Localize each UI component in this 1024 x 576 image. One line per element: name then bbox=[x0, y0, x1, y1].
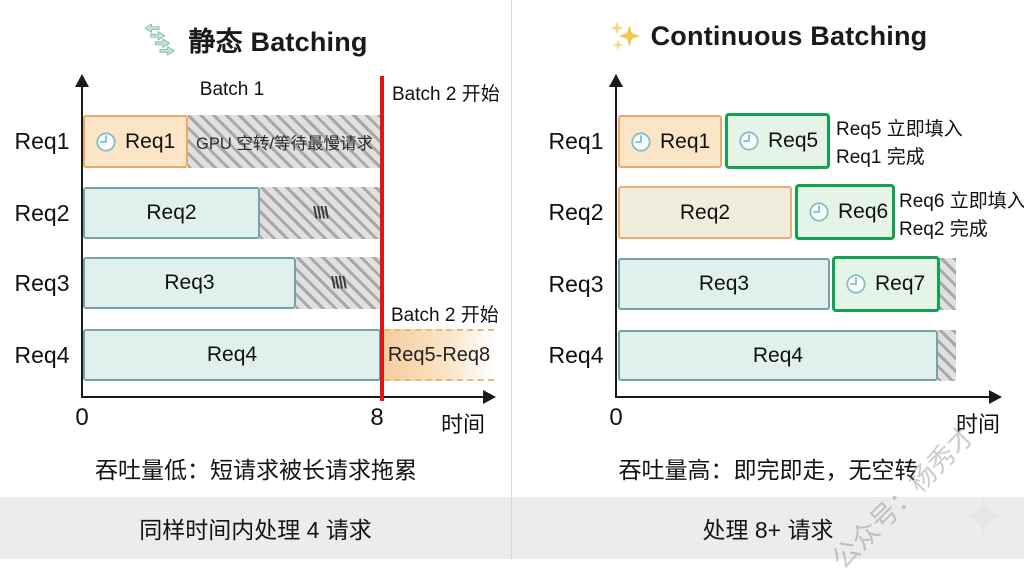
clock-icon bbox=[739, 131, 759, 151]
static-req2-bar-label: Req2 bbox=[146, 201, 197, 224]
clock-icon bbox=[846, 274, 866, 294]
clock-icon bbox=[631, 131, 651, 152]
static-req4-bar-label: Req4 bbox=[206, 343, 258, 366]
right-row-label-req1: Req1 bbox=[548, 128, 604, 154]
left-x-axis bbox=[81, 396, 484, 398]
continuous-req7-bar-label: Req7 bbox=[875, 272, 926, 295]
continuous-req5-bar: Req5 bbox=[725, 113, 830, 169]
req6-note: Req6 立即填入 Req2 完成 bbox=[899, 188, 1024, 244]
req6-note-line1: Req6 立即填入 bbox=[899, 191, 1024, 212]
left-y-axis-arrow bbox=[75, 74, 89, 87]
static-req1-bar-label: Req1 bbox=[125, 129, 176, 153]
gpu-idle-label: GPU 空转/等待最慢请求 bbox=[196, 134, 373, 153]
left-row-label-req1: Req1 bbox=[14, 128, 70, 154]
left-row-label-req4: Req4 bbox=[14, 341, 70, 368]
static-overflow-box: Req5-Req8 bbox=[384, 329, 494, 381]
req5-note-line1: Req5 立即填入 bbox=[836, 119, 963, 140]
static-footer: 同样时间内处理 4 请求 bbox=[0, 497, 511, 559]
batch2-top-label: Batch 2 开始 bbox=[392, 84, 500, 105]
batch2-mid-label: Batch 2 开始 bbox=[391, 305, 499, 326]
left-axis-time-label: 时间 bbox=[441, 412, 486, 437]
watermark-sparkle-icon bbox=[962, 495, 1004, 537]
cascade-arrows-icon bbox=[144, 23, 176, 56]
right-axis-time-label: 时间 bbox=[956, 412, 1001, 437]
continuous-req4-bar-label: Req4 bbox=[752, 343, 804, 367]
idle-mark: \\\\ bbox=[331, 273, 347, 292]
right-y-axis bbox=[615, 85, 617, 398]
right-row-label-req2: Req2 bbox=[548, 199, 604, 225]
static-overflow-label: Req5-Req8 bbox=[387, 343, 491, 366]
sparkles-icon bbox=[610, 21, 640, 51]
clock-icon bbox=[809, 202, 829, 222]
continuous-req5-bar-label: Req5 bbox=[768, 129, 819, 152]
right-row-label-req3: Req3 bbox=[548, 270, 604, 297]
left-axis-eight: 8 bbox=[370, 404, 384, 431]
static-footer-text: 同样时间内处理 4 请求 bbox=[139, 517, 372, 543]
batch1-label: Batch 1 bbox=[199, 79, 265, 100]
continuous-req6-bar-label: Req6 bbox=[838, 200, 889, 223]
right-y-axis-arrow bbox=[609, 74, 623, 87]
static-req2-idle-area: \\\\ bbox=[260, 187, 381, 239]
continuous-req1-bar: Req1 bbox=[618, 115, 722, 168]
continuous-req3-idle-strip bbox=[940, 258, 956, 310]
left-row-label-req2: Req2 bbox=[14, 199, 70, 226]
left-row-label-req3: Req3 bbox=[14, 269, 70, 296]
static-req1-idle-area: GPU 空转/等待最慢请求 bbox=[188, 115, 381, 168]
static-req2-bar: Req2 bbox=[83, 187, 260, 239]
right-axis-zero: 0 bbox=[609, 404, 623, 431]
right-x-axis bbox=[615, 396, 990, 398]
left-x-axis-arrow bbox=[483, 390, 496, 404]
batch-boundary-red-line bbox=[380, 76, 384, 401]
continuous-req4-idle-strip bbox=[938, 330, 956, 381]
req5-note: Req5 立即填入 Req1 完成 bbox=[836, 116, 963, 172]
static-panel-title-text: 静态 Batching bbox=[188, 27, 368, 57]
right-row-label-req4: Req4 bbox=[548, 342, 604, 368]
continuous-req3-bar-label: Req3 bbox=[698, 272, 750, 295]
right-x-axis-arrow bbox=[989, 390, 1002, 404]
static-caption: 吞吐量低：短请求被长请求拖累 bbox=[95, 457, 417, 483]
continuous-panel-title: Continuous Batching bbox=[512, 20, 1024, 52]
continuous-footer: 处理 8+ 请求 bbox=[512, 497, 1024, 559]
req5-note-line2: Req1 完成 bbox=[836, 147, 925, 168]
left-y-axis bbox=[81, 85, 83, 398]
clock-icon bbox=[96, 131, 116, 152]
continuous-req7-bar: Req7 bbox=[832, 256, 940, 312]
continuous-caption: 吞吐量高：即完即走，无空转 bbox=[618, 457, 918, 483]
continuous-req2-bar-label: Req2 bbox=[679, 200, 731, 224]
static-req3-bar-label: Req3 bbox=[164, 271, 215, 294]
continuous-req3-bar: Req3 bbox=[618, 258, 830, 310]
static-req4-bar: Req4 bbox=[83, 329, 381, 381]
static-req3-bar: Req3 bbox=[83, 257, 296, 309]
continuous-req2-bar: Req2 bbox=[618, 186, 792, 239]
continuous-req1-bar-label: Req1 bbox=[660, 129, 711, 153]
continuous-req4-bar: Req4 bbox=[618, 330, 938, 381]
left-axis-zero: 0 bbox=[75, 404, 89, 431]
static-req3-idle-area: \\\\ bbox=[296, 257, 381, 309]
continuous-footer-text: 处理 8+ 请求 bbox=[702, 517, 834, 543]
panel-divider bbox=[511, 0, 512, 559]
static-panel-title: 静态 Batching bbox=[0, 20, 512, 59]
idle-mark: \\\\ bbox=[313, 203, 329, 222]
static-req1-bar: Req1 bbox=[83, 115, 188, 168]
continuous-req6-bar: Req6 bbox=[795, 184, 895, 240]
req6-note-line2: Req2 完成 bbox=[899, 219, 988, 240]
continuous-panel-title-text: Continuous Batching bbox=[650, 20, 928, 51]
